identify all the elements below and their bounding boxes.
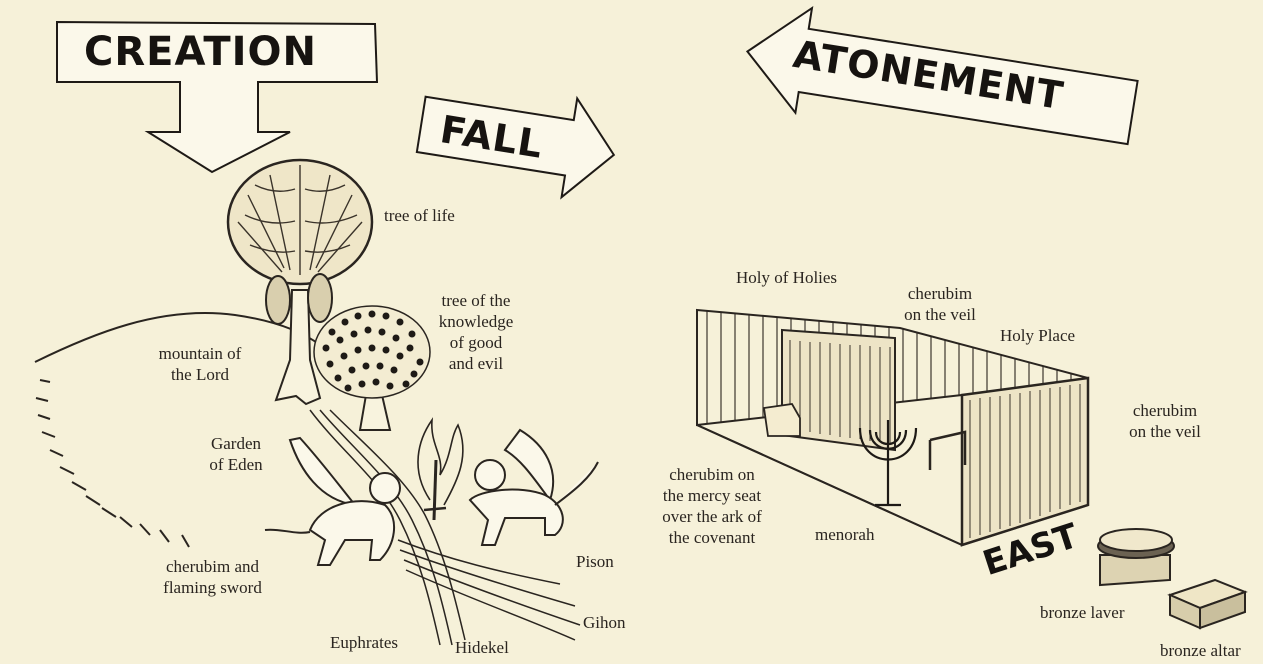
label-cherubim-on-the-veil-2: cherubim on the veil	[1115, 400, 1215, 442]
label-garden-of-eden: Garden of Eden	[196, 433, 276, 475]
label-tree-of-knowledge: tree of the knowledge of good and evil	[426, 290, 526, 374]
bronze-altar-drawing	[1170, 580, 1245, 628]
label-bronze-laver: bronze laver	[1040, 602, 1124, 623]
label-mercy-seat: cherubim on the mercy seat over the ark …	[642, 464, 782, 548]
label-holy-place: Holy Place	[1000, 325, 1075, 346]
creation-banner: CREATION	[84, 29, 317, 75]
label-holy-of-holies: Holy of Holies	[736, 267, 837, 288]
label-gihon: Gihon	[583, 612, 626, 633]
cherub-left-drawing	[265, 438, 400, 565]
label-hidekel: Hidekel	[455, 637, 509, 658]
label-mountain-of-the-lord: mountain of the Lord	[140, 343, 260, 385]
label-pison: Pison	[576, 551, 614, 572]
bronze-laver-drawing	[1098, 529, 1174, 585]
label-euphrates: Euphrates	[330, 632, 398, 653]
label-cherubim-flaming-sword: cherubim and flaming sword	[150, 556, 275, 598]
label-tree-of-life: tree of life	[384, 205, 455, 226]
flaming-sword-drawing	[418, 420, 463, 520]
cherub-right-drawing	[470, 430, 598, 545]
label-bronze-altar: bronze altar	[1160, 640, 1241, 661]
label-menorah: menorah	[815, 524, 874, 545]
label-cherubim-on-the-veil-1: cherubim on the veil	[890, 283, 990, 325]
